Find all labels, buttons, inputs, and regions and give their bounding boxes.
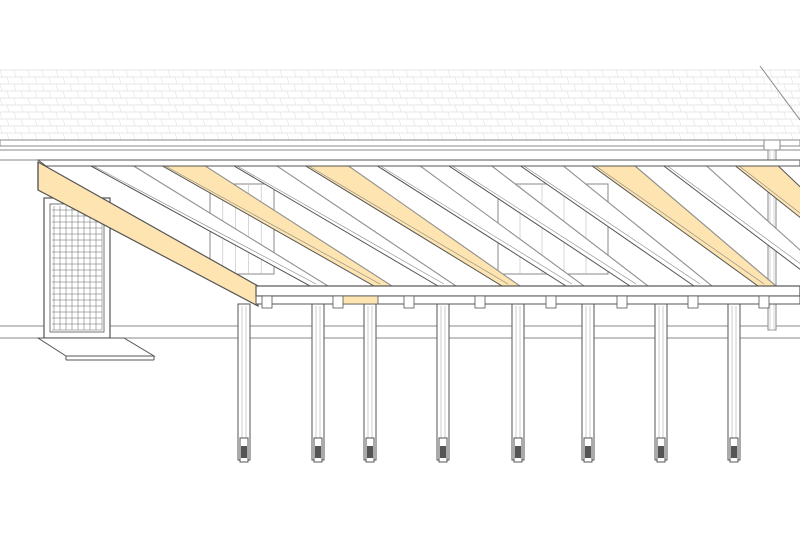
post-base-bracket	[656, 437, 666, 463]
sheet-edge	[483, 159, 649, 287]
sheet-edge	[339, 159, 521, 287]
house	[0, 65, 800, 361]
post	[363, 303, 377, 463]
bracket	[474, 295, 486, 309]
sheet-edge	[195, 159, 393, 287]
front-beam	[255, 285, 800, 305]
post-base-bracket	[438, 437, 448, 463]
post	[654, 303, 668, 463]
sheet-edge	[555, 159, 713, 287]
post	[311, 303, 325, 463]
sheet-edge	[123, 159, 329, 287]
post	[727, 303, 741, 463]
house-hip-roof-edge	[759, 65, 800, 121]
door-step	[36, 337, 156, 361]
house-door	[43, 197, 111, 339]
bracket	[261, 295, 273, 309]
post-base-bracket	[365, 437, 375, 463]
house-gutter	[0, 139, 800, 161]
ledger-beam	[36, 159, 800, 167]
post-base-bracket	[583, 437, 593, 463]
post	[581, 303, 595, 463]
rafters	[79, 159, 800, 287]
door-security-mesh	[52, 206, 103, 331]
bracket	[687, 295, 699, 309]
post	[436, 303, 450, 463]
sheet-edge	[411, 159, 585, 287]
post-base-bracket	[313, 437, 323, 463]
rafter-brackets	[261, 295, 770, 309]
posts	[237, 303, 741, 463]
house-wall	[0, 325, 800, 339]
post-base-bracket	[513, 437, 523, 463]
bracket	[616, 295, 628, 309]
sheet-edge	[267, 159, 457, 287]
post-base-bracket	[729, 437, 739, 463]
post	[511, 303, 525, 463]
side-beam	[37, 160, 259, 307]
bracket	[545, 295, 557, 309]
sheet-edge	[699, 159, 800, 251]
sheet-edge	[627, 159, 777, 287]
house-roof-tiles	[0, 69, 800, 141]
post-base-bracket	[239, 437, 249, 463]
post	[237, 303, 251, 463]
bracket	[758, 295, 770, 309]
bracket	[403, 295, 415, 309]
bracket	[332, 295, 344, 309]
